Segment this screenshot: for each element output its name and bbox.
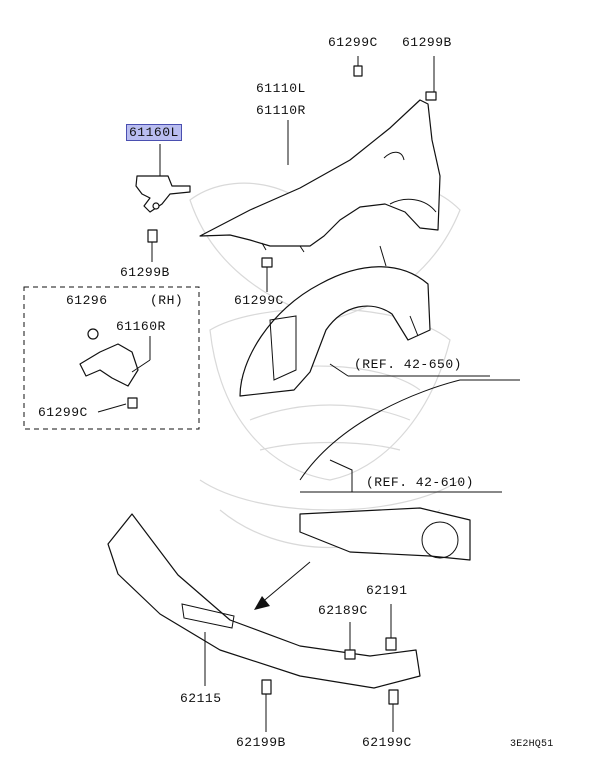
label-ref-42-650: (REF. 42-650) — [354, 357, 462, 372]
clip-62189c — [344, 622, 356, 660]
label-61299c-mid: 61299C — [234, 293, 284, 308]
direction-arrow — [254, 561, 311, 610]
label-62199c: 62199C — [362, 735, 412, 750]
front-body — [299, 379, 520, 561]
bolt-62199b — [261, 679, 272, 732]
diagram-code: 3E2HQ51 — [510, 739, 554, 750]
label-61299c-box: 61299C — [38, 405, 88, 420]
label-62115: 62115 — [180, 691, 222, 706]
label-61299b-left: 61299B — [120, 265, 170, 280]
label-rh: (RH) — [150, 293, 184, 308]
splash-shield — [239, 245, 431, 397]
bracket-61160l — [135, 175, 191, 213]
label-61110r: 61110R — [256, 103, 306, 118]
label-61299b-top: 61299B — [402, 35, 452, 50]
label-62189c: 62189C — [318, 603, 368, 618]
label-61160r: 61160R — [116, 319, 166, 334]
label-61299c-top: 61299C — [328, 35, 378, 50]
bolt-61299c-mid — [261, 257, 273, 292]
bolt-62199c — [388, 689, 399, 732]
bolt-61299c-top — [353, 56, 363, 77]
clip-62191 — [385, 604, 397, 651]
bracket-61160r — [79, 328, 139, 409]
front-fender — [199, 99, 441, 253]
bolt-61299b-left — [147, 229, 158, 262]
label-ref-42-610: (REF. 42-610) — [366, 475, 474, 490]
label-61110l: 61110L — [256, 81, 306, 96]
label-62191: 62191 — [366, 583, 408, 598]
front-spoiler — [107, 513, 421, 689]
label-62199b: 62199B — [236, 735, 286, 750]
label-61160l: 61160L — [126, 124, 182, 141]
rh-detail-box — [23, 286, 200, 430]
label-61296: 61296 — [66, 293, 108, 308]
bolt-61299b-top — [425, 56, 437, 101]
